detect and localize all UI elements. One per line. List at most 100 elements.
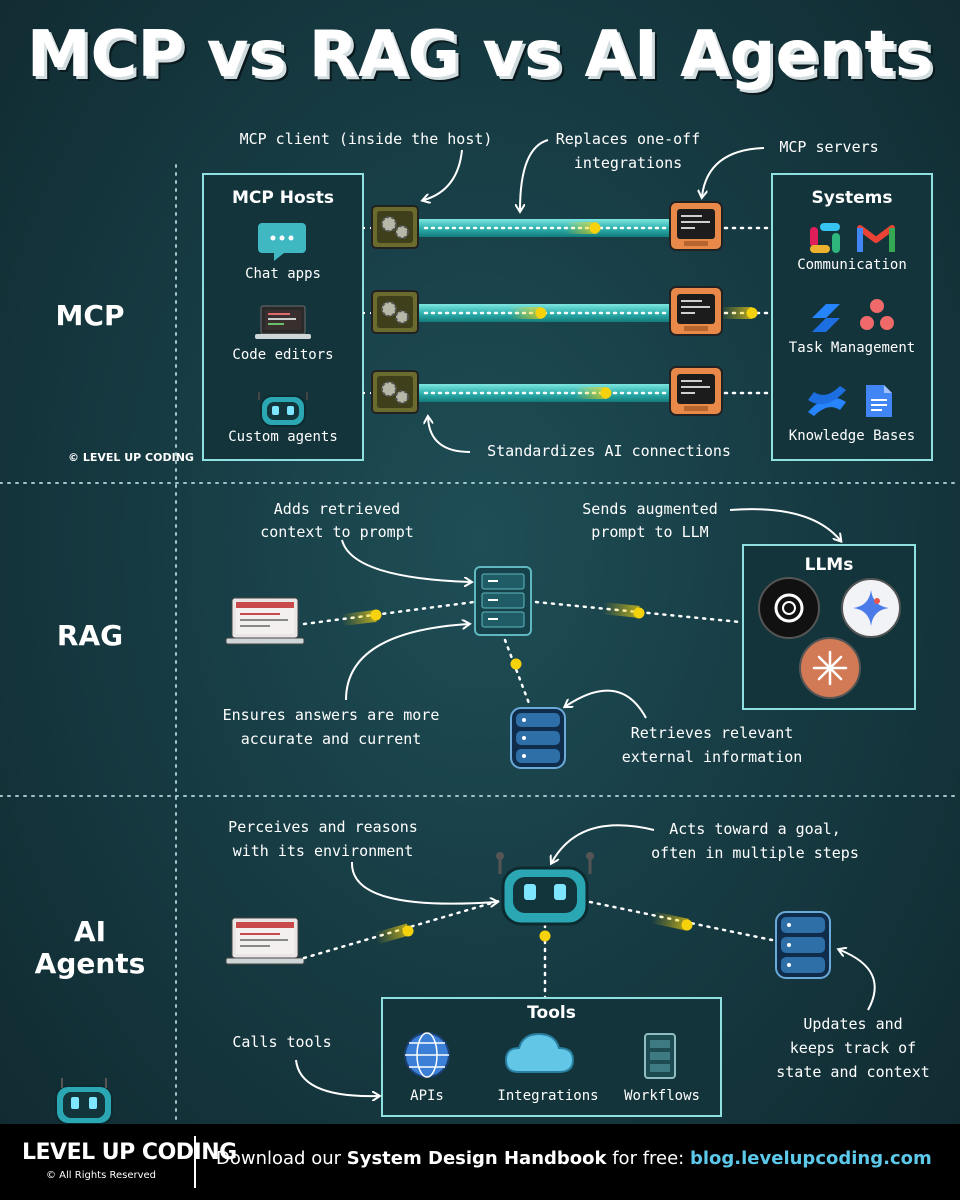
note-acts-line1: Acts toward a goal, <box>669 820 841 838</box>
note-perceives-line1: Perceives and reasons <box>228 818 418 836</box>
asana-icon <box>860 299 894 330</box>
section-label-rag: RAG <box>56 619 124 652</box>
section-label-mcp: MCP <box>55 299 125 332</box>
robot-icon <box>55 1078 113 1125</box>
data-packet <box>746 307 758 319</box>
note-acts-line2: often in multiple steps <box>651 844 859 862</box>
gemini-icon <box>841 578 901 638</box>
note-retrieves-line1: Retrieves relevant <box>630 724 794 742</box>
system-label-knowledge: Knowledge Bases <box>788 428 916 444</box>
tools-title: Tools <box>527 1003 576 1023</box>
mcp-annotation-arrows <box>424 139 765 453</box>
footer-bar: LEVEL UP CODING © All Rights Reserved Do… <box>0 1124 960 1200</box>
robot-icon <box>258 392 308 427</box>
laptop-icon <box>225 597 305 645</box>
glow <box>651 911 689 931</box>
server-icon <box>474 566 532 636</box>
robot-icon <box>496 852 594 926</box>
laptop-icon <box>255 305 311 339</box>
footer-cta-mid: for free: <box>606 1148 690 1169</box>
openai-icon <box>758 577 820 639</box>
mcp-connection-row-1 <box>415 219 675 237</box>
footer-cta-handbook[interactable]: System Design Handbook <box>346 1148 607 1169</box>
note-sends-line2: prompt to LLM <box>591 523 709 541</box>
data-packet <box>402 925 414 937</box>
data-packet <box>681 919 693 931</box>
note-perceives-line2: with its environment <box>232 842 414 860</box>
note-mcp-servers: MCP servers <box>779 138 879 156</box>
glow <box>341 609 377 627</box>
systems-box <box>771 173 933 461</box>
note-retrieves-line2: external information <box>621 748 803 766</box>
laptop-icon <box>225 917 305 965</box>
note-updates-line2: keeps track of <box>789 1039 917 1057</box>
globe-icon <box>404 1032 450 1078</box>
host-label-chat: Chat apps <box>245 266 321 282</box>
note-adds-line1: Adds retrieved <box>273 500 401 518</box>
gear-icon <box>371 370 419 414</box>
claude-icon <box>799 637 861 699</box>
data-packet <box>633 607 645 619</box>
footer-brand: LEVEL UP CODING <box>22 1140 237 1165</box>
system-label-task: Task Management <box>788 340 916 356</box>
server-icon <box>669 201 723 251</box>
data-packet <box>370 609 382 621</box>
page-title: MCP vs RAG vs AI Agents <box>26 18 934 92</box>
footer-cta-link[interactable]: blog.levelupcoding.com <box>689 1148 932 1169</box>
footer-cta: Download our System Design Handbook for … <box>216 1148 932 1169</box>
gear-icon <box>371 290 419 334</box>
glow <box>602 602 640 618</box>
section-label-agents-line2: Agents <box>34 947 146 980</box>
note-ensures-line2: accurate and current <box>240 730 422 748</box>
slack-icon <box>810 223 840 253</box>
note-adds-line2: context to prompt <box>260 523 414 541</box>
gear-icon <box>371 205 419 249</box>
server-icon <box>669 286 723 336</box>
note-updates-line1: Updates and <box>803 1015 903 1033</box>
google-docs-icon <box>866 385 892 417</box>
note-standardizes: Standardizes AI connections <box>487 442 731 460</box>
rag-annotation-arrows <box>341 508 840 719</box>
llms-title: LLMs <box>804 555 854 575</box>
rag-flow-links <box>302 600 742 708</box>
mcp-hosts-title: MCP Hosts <box>231 188 335 208</box>
section-label-agents-line1: AI <box>73 915 107 948</box>
note-mcp-client: MCP client (inside the host) <box>239 130 493 148</box>
footer-copyright: © All Rights Reserved <box>46 1170 157 1181</box>
data-packet <box>510 658 522 670</box>
agent-annotation-arrows <box>295 824 876 1096</box>
system-label-communication: Communication <box>797 257 907 273</box>
note-calls-tools: Calls tools <box>232 1033 332 1051</box>
note-ensures-line1: Ensures answers are more <box>222 706 440 724</box>
tool-label-integrations: Integrations <box>497 1088 599 1104</box>
note-replaces-line1: Replaces one-off <box>555 130 701 148</box>
cloud-icon <box>504 1032 575 1073</box>
chat-icon <box>258 223 306 261</box>
note-updates-line3: state and context <box>776 1063 930 1081</box>
note-replaces-line2: integrations <box>573 154 683 172</box>
tool-label-apis: APIs <box>410 1088 444 1104</box>
server-icon <box>669 366 723 416</box>
mcp-connection-row-3 <box>415 384 675 402</box>
glow <box>720 307 752 319</box>
confluence-icon <box>808 386 846 416</box>
section-dividers <box>0 164 960 1121</box>
footer-separator <box>194 1136 196 1188</box>
host-client-links <box>363 227 372 394</box>
gmail-icon <box>857 225 895 252</box>
glow <box>374 923 410 945</box>
mcp-connection-row-2 <box>415 304 675 322</box>
mcp-watermark: © LEVEL UP CODING <box>68 451 194 464</box>
host-label-code: Code editors <box>232 347 334 363</box>
database-icon <box>510 707 566 769</box>
note-sends-line1: Sends augmented <box>582 500 718 518</box>
jira-icon <box>812 304 840 332</box>
workflow-icon <box>644 1033 676 1079</box>
database-icon <box>775 911 831 979</box>
host-label-agents: Custom agents <box>228 429 338 445</box>
data-packet <box>539 930 551 942</box>
systems-title: Systems <box>811 188 893 208</box>
footer-cta-prefix: Download our <box>216 1148 347 1169</box>
tool-label-workflows: Workflows <box>624 1088 700 1104</box>
